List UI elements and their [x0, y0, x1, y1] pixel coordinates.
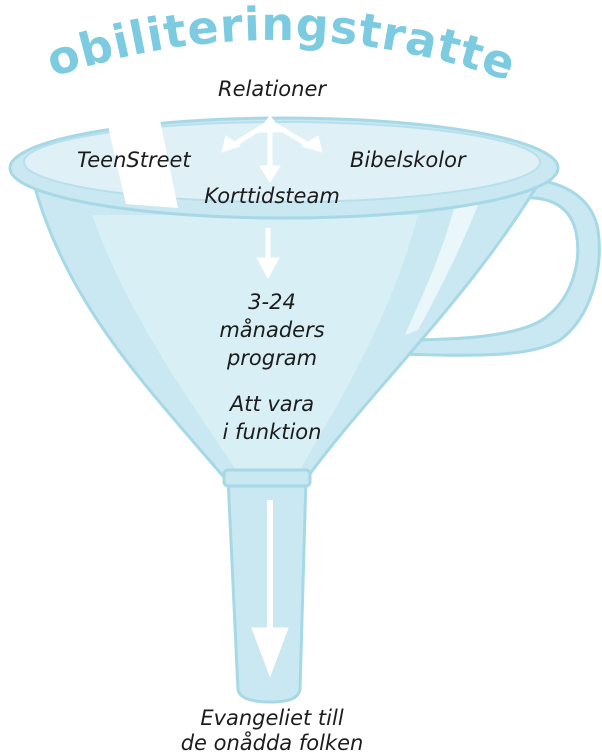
- label-bottom-line1: Evangeliet till: [200, 706, 344, 730]
- label-teenstreet: TeenStreet: [77, 148, 191, 172]
- label-bibelskolor: Bibelskolor: [350, 148, 466, 172]
- label-program-line2: månaders: [219, 318, 325, 342]
- funnel-inner-panel: [92, 215, 418, 470]
- tube-arrow: [251, 500, 289, 678]
- label-program-line1: 3-24: [248, 290, 296, 314]
- label-bottom-line2: de onådda folken: [180, 731, 364, 755]
- distribution-arrows: [221, 115, 323, 183]
- label-korttidsteam: Korttidsteam: [204, 184, 340, 208]
- body-arrow: [256, 228, 280, 280]
- label-function-line2: i funktion: [222, 420, 322, 444]
- title-arc: Mobiliteringstratten: [0, 0, 522, 90]
- funnel-highlight: [108, 120, 178, 208]
- label-function-line1: Att vara: [229, 392, 315, 416]
- funnel-reflection: [405, 205, 478, 335]
- tube-collar: [222, 468, 312, 488]
- label-relationer: Relationer: [218, 77, 326, 101]
- label-program-line3: program: [226, 346, 318, 370]
